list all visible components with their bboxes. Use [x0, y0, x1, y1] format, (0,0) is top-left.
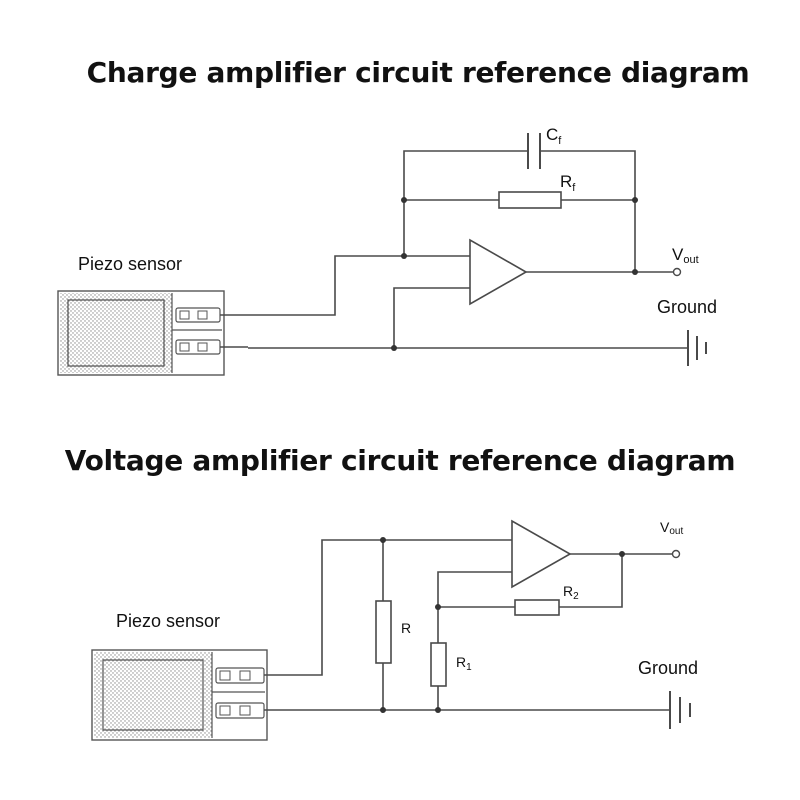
sensor-terminal-bottom — [215, 702, 265, 719]
ground-symbol-1 — [687, 330, 707, 366]
sensor-terminal-top — [215, 667, 265, 684]
ground-symbol-2 — [669, 691, 691, 729]
junction-dot — [380, 537, 386, 543]
charge-amplifier-diagram: Piezo sensor — [57, 125, 717, 376]
junction-dot — [401, 253, 407, 259]
noninverting-input-wire — [393, 287, 470, 348]
piezo-sensor-1 — [57, 290, 225, 376]
junction-dot — [401, 197, 407, 203]
junction-dot — [380, 707, 386, 713]
r2-label: R2 — [563, 583, 579, 602]
output-terminal — [672, 267, 682, 277]
sensor-terminal-top — [175, 307, 221, 323]
junction-dot — [632, 269, 638, 275]
sensor-label-2: Piezo sensor — [116, 611, 220, 631]
junction-dot — [632, 197, 638, 203]
charge-amplifier-title: Charge amplifier circuit reference diagr… — [86, 56, 750, 89]
vout-label-2: Vout — [660, 519, 683, 537]
resistor-r2 — [514, 599, 560, 616]
ground-label-1: Ground — [657, 297, 717, 317]
resistor-r1 — [430, 642, 447, 687]
feedback-right-wire — [540, 150, 636, 272]
op-amp-1 — [469, 238, 528, 306]
op-amp-2 — [511, 519, 572, 589]
ground-label-2: Ground — [638, 658, 698, 678]
junction-dot — [435, 707, 441, 713]
cf-label: Cf — [546, 125, 562, 147]
r2-right-wire — [559, 554, 623, 608]
resistor-r — [375, 600, 392, 664]
sensor-label-1: Piezo sensor — [78, 254, 182, 274]
r1-label: R1 — [456, 654, 472, 673]
vout-label-1: Vout — [672, 245, 699, 266]
voltage-amplifier-title: Voltage amplifier circuit reference diag… — [64, 444, 736, 477]
output-terminal — [671, 549, 681, 559]
inverting-input-wire — [437, 571, 512, 643]
resistor-rf — [498, 191, 562, 209]
piezo-sensor-2 — [91, 649, 268, 741]
capacitor-cf — [527, 133, 541, 169]
junction-dot — [435, 604, 441, 610]
signal-wire — [248, 255, 470, 316]
sensor-terminal-bottom — [175, 339, 221, 355]
junction-dot — [391, 345, 397, 351]
r-label: R — [401, 620, 411, 636]
signal-wire — [292, 539, 512, 676]
voltage-amplifier-diagram: Piezo sensor — [91, 519, 698, 741]
junction-dot — [619, 551, 625, 557]
rf-label: Rf — [560, 172, 576, 194]
feedback-left-wire — [403, 150, 528, 256]
